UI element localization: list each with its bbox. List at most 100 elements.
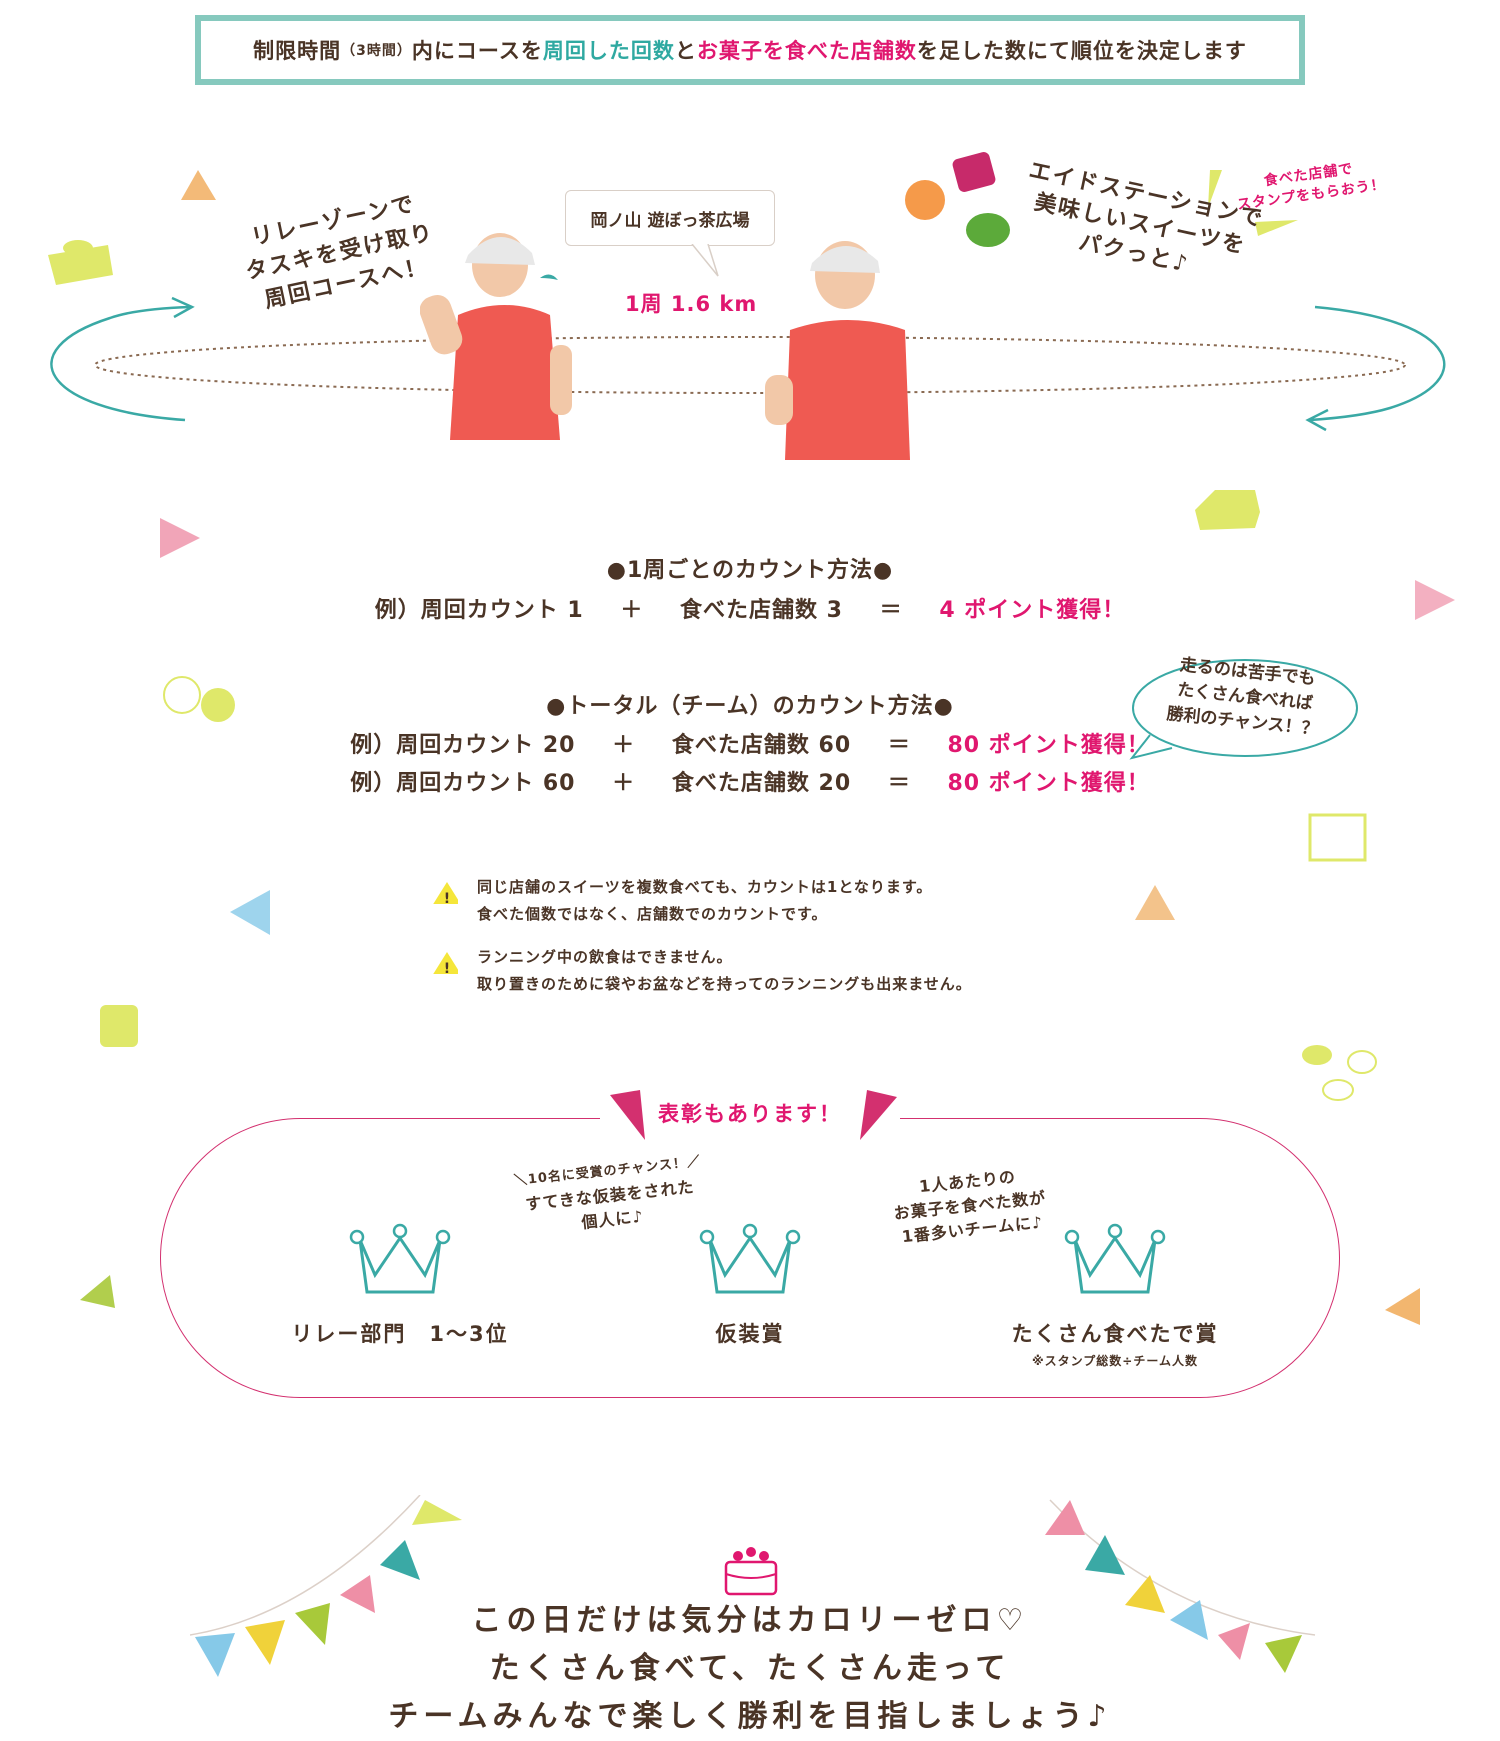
runner-right-illustration <box>765 241 910 460</box>
total-example-2: 例）周回カウント 60 ＋ 食べた店舗数 20 ＝ 80 ポイント獲得！ <box>0 765 1500 797</box>
closing-line-2: たくさん食べて、たくさん走って <box>489 1651 1011 1686</box>
bunting-right <box>1045 1499 1316 1673</box>
cone-icon <box>1208 170 1222 208</box>
award-costume-label: 仮装賞 <box>715 1322 785 1346</box>
triangle-decor <box>160 518 200 558</box>
cake-icon-left <box>48 240 113 285</box>
total-1-stores: 食べた店舗数 60 <box>671 733 852 758</box>
triangle-decor <box>1385 1288 1420 1325</box>
pennant-icon <box>1218 1623 1250 1660</box>
warning-icon: ! <box>433 952 458 974</box>
lap-distance: 1周 1.6 km <box>625 292 758 316</box>
total-example-1: 例）周回カウント 20 ＋ 食べた店舗数 60 ＝ 80 ポイント獲得！ <box>0 727 1500 759</box>
crown-icon <box>349 1223 451 1294</box>
total-1-result: 80 ポイント獲得！ <box>947 733 1150 758</box>
flag-right-icon <box>860 1090 897 1140</box>
mochi-icon-2 <box>201 688 235 722</box>
triangle-decor <box>80 1275 115 1308</box>
total-2-plus: ＋ <box>612 771 636 796</box>
rule-text-4: を足した数にて順位を決定します <box>916 39 1247 63</box>
triangle-decor <box>181 170 216 200</box>
cake-icon <box>724 1547 778 1596</box>
cheesecake-icon <box>1195 490 1260 530</box>
note-2-line-2: 取り置きのために袋やお盆などを持ってのランニングも出来ません。 <box>477 975 972 993</box>
arrow-left-head <box>171 296 195 319</box>
awards-title: 表彰もあります！ <box>658 1102 842 1126</box>
award-eating-label: たくさん食べたで賞 <box>1011 1322 1219 1346</box>
pennant-icon <box>245 1620 285 1665</box>
pennant-icon <box>1170 1600 1208 1640</box>
crown-icon <box>699 1223 801 1294</box>
pennant-icon <box>412 1500 462 1525</box>
awards-title-mask <box>600 1085 900 1145</box>
award-relay-label: リレー部門 1～3位 <box>291 1322 509 1346</box>
rule-banner: 制限時間 （3時間） 内にコースを 周回した回数 と お菓子を食べた店舗数 を足… <box>195 15 1305 85</box>
triangle-decor <box>230 890 270 935</box>
cream-puff-icon <box>905 180 945 220</box>
per-lap-plus: ＋ <box>620 598 644 623</box>
arrow-right-head <box>1305 408 1329 432</box>
triangle-decor <box>1135 885 1175 920</box>
course-oval <box>94 336 1406 394</box>
macaron-decor <box>1302 1045 1332 1065</box>
mochi-icon <box>163 676 201 714</box>
per-lap-example: 例）周回カウント 1 ＋ 食べた店舗数 3 ＝ 4 ポイント獲得！ <box>0 592 1500 624</box>
pennant-icon <box>195 1633 235 1677</box>
per-lap-prefix: 例）周回カウント 1 <box>374 598 584 623</box>
total-1-equals: ＝ <box>887 733 911 758</box>
awards-flags <box>610 1090 897 1140</box>
warning-icon: ! <box>433 882 458 904</box>
venue-bubble-tail <box>691 244 719 277</box>
pennant-icon <box>340 1575 375 1613</box>
note-2: ランニング中の飲食はできません。 取り置きのために袋やお盆などを持ってのランニン… <box>477 944 972 998</box>
triangle-decor <box>1415 580 1455 620</box>
chance-bubble-shape <box>1129 659 1358 760</box>
per-lap-stores: 食べた店舗数 3 <box>680 598 843 623</box>
pennant-icon <box>1045 1500 1085 1535</box>
rule-time-limit: （3時間） <box>341 43 412 59</box>
jelly-icon <box>952 152 996 192</box>
venue-name: 岡ノ山 遊ぼっ茶広場 <box>590 210 750 231</box>
svg-text:!: ! <box>444 891 450 904</box>
arrow-right-arc <box>1309 305 1446 422</box>
cone-icon-2 <box>1255 220 1298 236</box>
pennant-icon <box>1265 1635 1302 1673</box>
bread-icon <box>100 1005 138 1047</box>
note-2-line-1: ランニング中の飲食はできません。 <box>477 948 733 966</box>
note-1: 同じ店舗のスイーツを複数食べても、カウントは1となります。 食べた個数ではなく、… <box>477 874 932 928</box>
macaron-icon <box>966 213 1010 247</box>
rule-text-3: と <box>674 39 697 63</box>
decor-layer <box>80 490 1455 1325</box>
box-icon <box>1308 813 1367 862</box>
total-2-result: 80 ポイント獲得！ <box>947 771 1150 796</box>
total-heading: ●トータル（チーム）のカウント方法● <box>546 694 954 719</box>
total-1-plus: ＋ <box>612 733 636 758</box>
sweat-icon <box>540 274 558 280</box>
pennant-icon <box>1085 1535 1125 1575</box>
total-1-prefix: 例）周回カウント 20 <box>350 733 576 758</box>
per-lap-result: 4 ポイント獲得！ <box>939 598 1126 623</box>
note-1-line-2: 食べた個数ではなく、店舗数でのカウントです。 <box>477 905 828 923</box>
closing-line-3: チームみんなで楽しく勝利を目指しましょう♪ <box>388 1699 1112 1734</box>
pennant-icon <box>295 1603 330 1645</box>
rule-highlight-laps: 周回した回数 <box>542 39 675 63</box>
total-2-prefix: 例）周回カウント 60 <box>350 771 576 796</box>
note-1-line-1: 同じ店舗のスイーツを複数食べても、カウントは1となります。 <box>477 878 933 896</box>
per-lap-heading: ●1周ごとのカウント方法● <box>606 558 894 583</box>
venue-bubble: 岡ノ山 遊ぼっ茶広場 <box>565 190 775 246</box>
per-lap-equals: ＝ <box>879 598 903 623</box>
rule-text-2: 内にコースを <box>411 39 543 63</box>
pennant-icon <box>1125 1575 1165 1613</box>
svg-text:!: ! <box>444 961 450 974</box>
total-2-stores: 食べた店舗数 20 <box>671 771 852 796</box>
crown-icon <box>1064 1223 1166 1294</box>
flag-left-icon <box>610 1090 645 1140</box>
award-eating-note: ※スタンプ総数÷チーム人数 <box>1031 1354 1198 1368</box>
bunting-left <box>190 1495 462 1677</box>
runner-left-illustration <box>420 233 572 440</box>
closing-message: この日だけは気分はカロリーゼロ♡ たくさん食べて、たくさん走って チームみんなで… <box>0 1597 1500 1741</box>
arrow-left-arc <box>50 305 191 422</box>
total-2-equals: ＝ <box>887 771 911 796</box>
pennant-icon <box>380 1540 420 1580</box>
closing-line-1: この日だけは気分はカロリーゼロ♡ <box>471 1603 1029 1638</box>
